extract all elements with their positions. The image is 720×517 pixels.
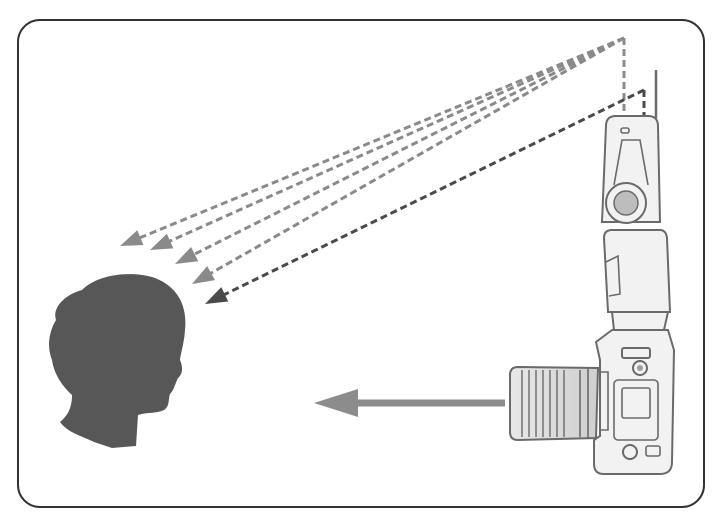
- camera-button-square: [645, 445, 661, 457]
- bounce-ray-2: [163, 36, 625, 245]
- flash-foot: [610, 311, 670, 331]
- bounce-ray-arrowhead-2: [150, 233, 174, 250]
- flash-indicator: [620, 127, 630, 134]
- camera-grip: [600, 371, 609, 431]
- camera-dial-center: [637, 365, 643, 371]
- bounce-ray-1: [134, 36, 625, 242]
- camera-button-round: [622, 444, 638, 460]
- bounce-ray-arrowhead-3: [175, 246, 199, 264]
- camera-lens: [509, 365, 600, 442]
- camera-hot-shoe: [621, 347, 651, 359]
- direct-arrow-head: [314, 389, 358, 417]
- bounce-ray-3: [188, 36, 625, 259]
- bounce-ray-4: [205, 36, 625, 278]
- bounce-light-rays: [120, 36, 646, 304]
- flash-body: [602, 229, 672, 313]
- bounce-ray-5: [218, 88, 645, 299]
- head-silhouette: [49, 274, 186, 448]
- flash-body-panel: [605, 254, 621, 297]
- flash-pivot-knob: [613, 190, 639, 216]
- camera-rear-panel: [613, 379, 659, 441]
- camera-with-flash: [509, 70, 676, 475]
- bounce-ray-arrowhead-4: [192, 266, 216, 284]
- bounce-ray-arrowhead-5: [205, 287, 229, 304]
- camera-screen: [621, 387, 651, 419]
- direct-light-arrow: [314, 389, 505, 417]
- bounce-ray-arrowhead-1: [120, 230, 144, 246]
- lens-grip-ribs: [521, 370, 565, 437]
- flash-head-detail: [613, 139, 649, 186]
